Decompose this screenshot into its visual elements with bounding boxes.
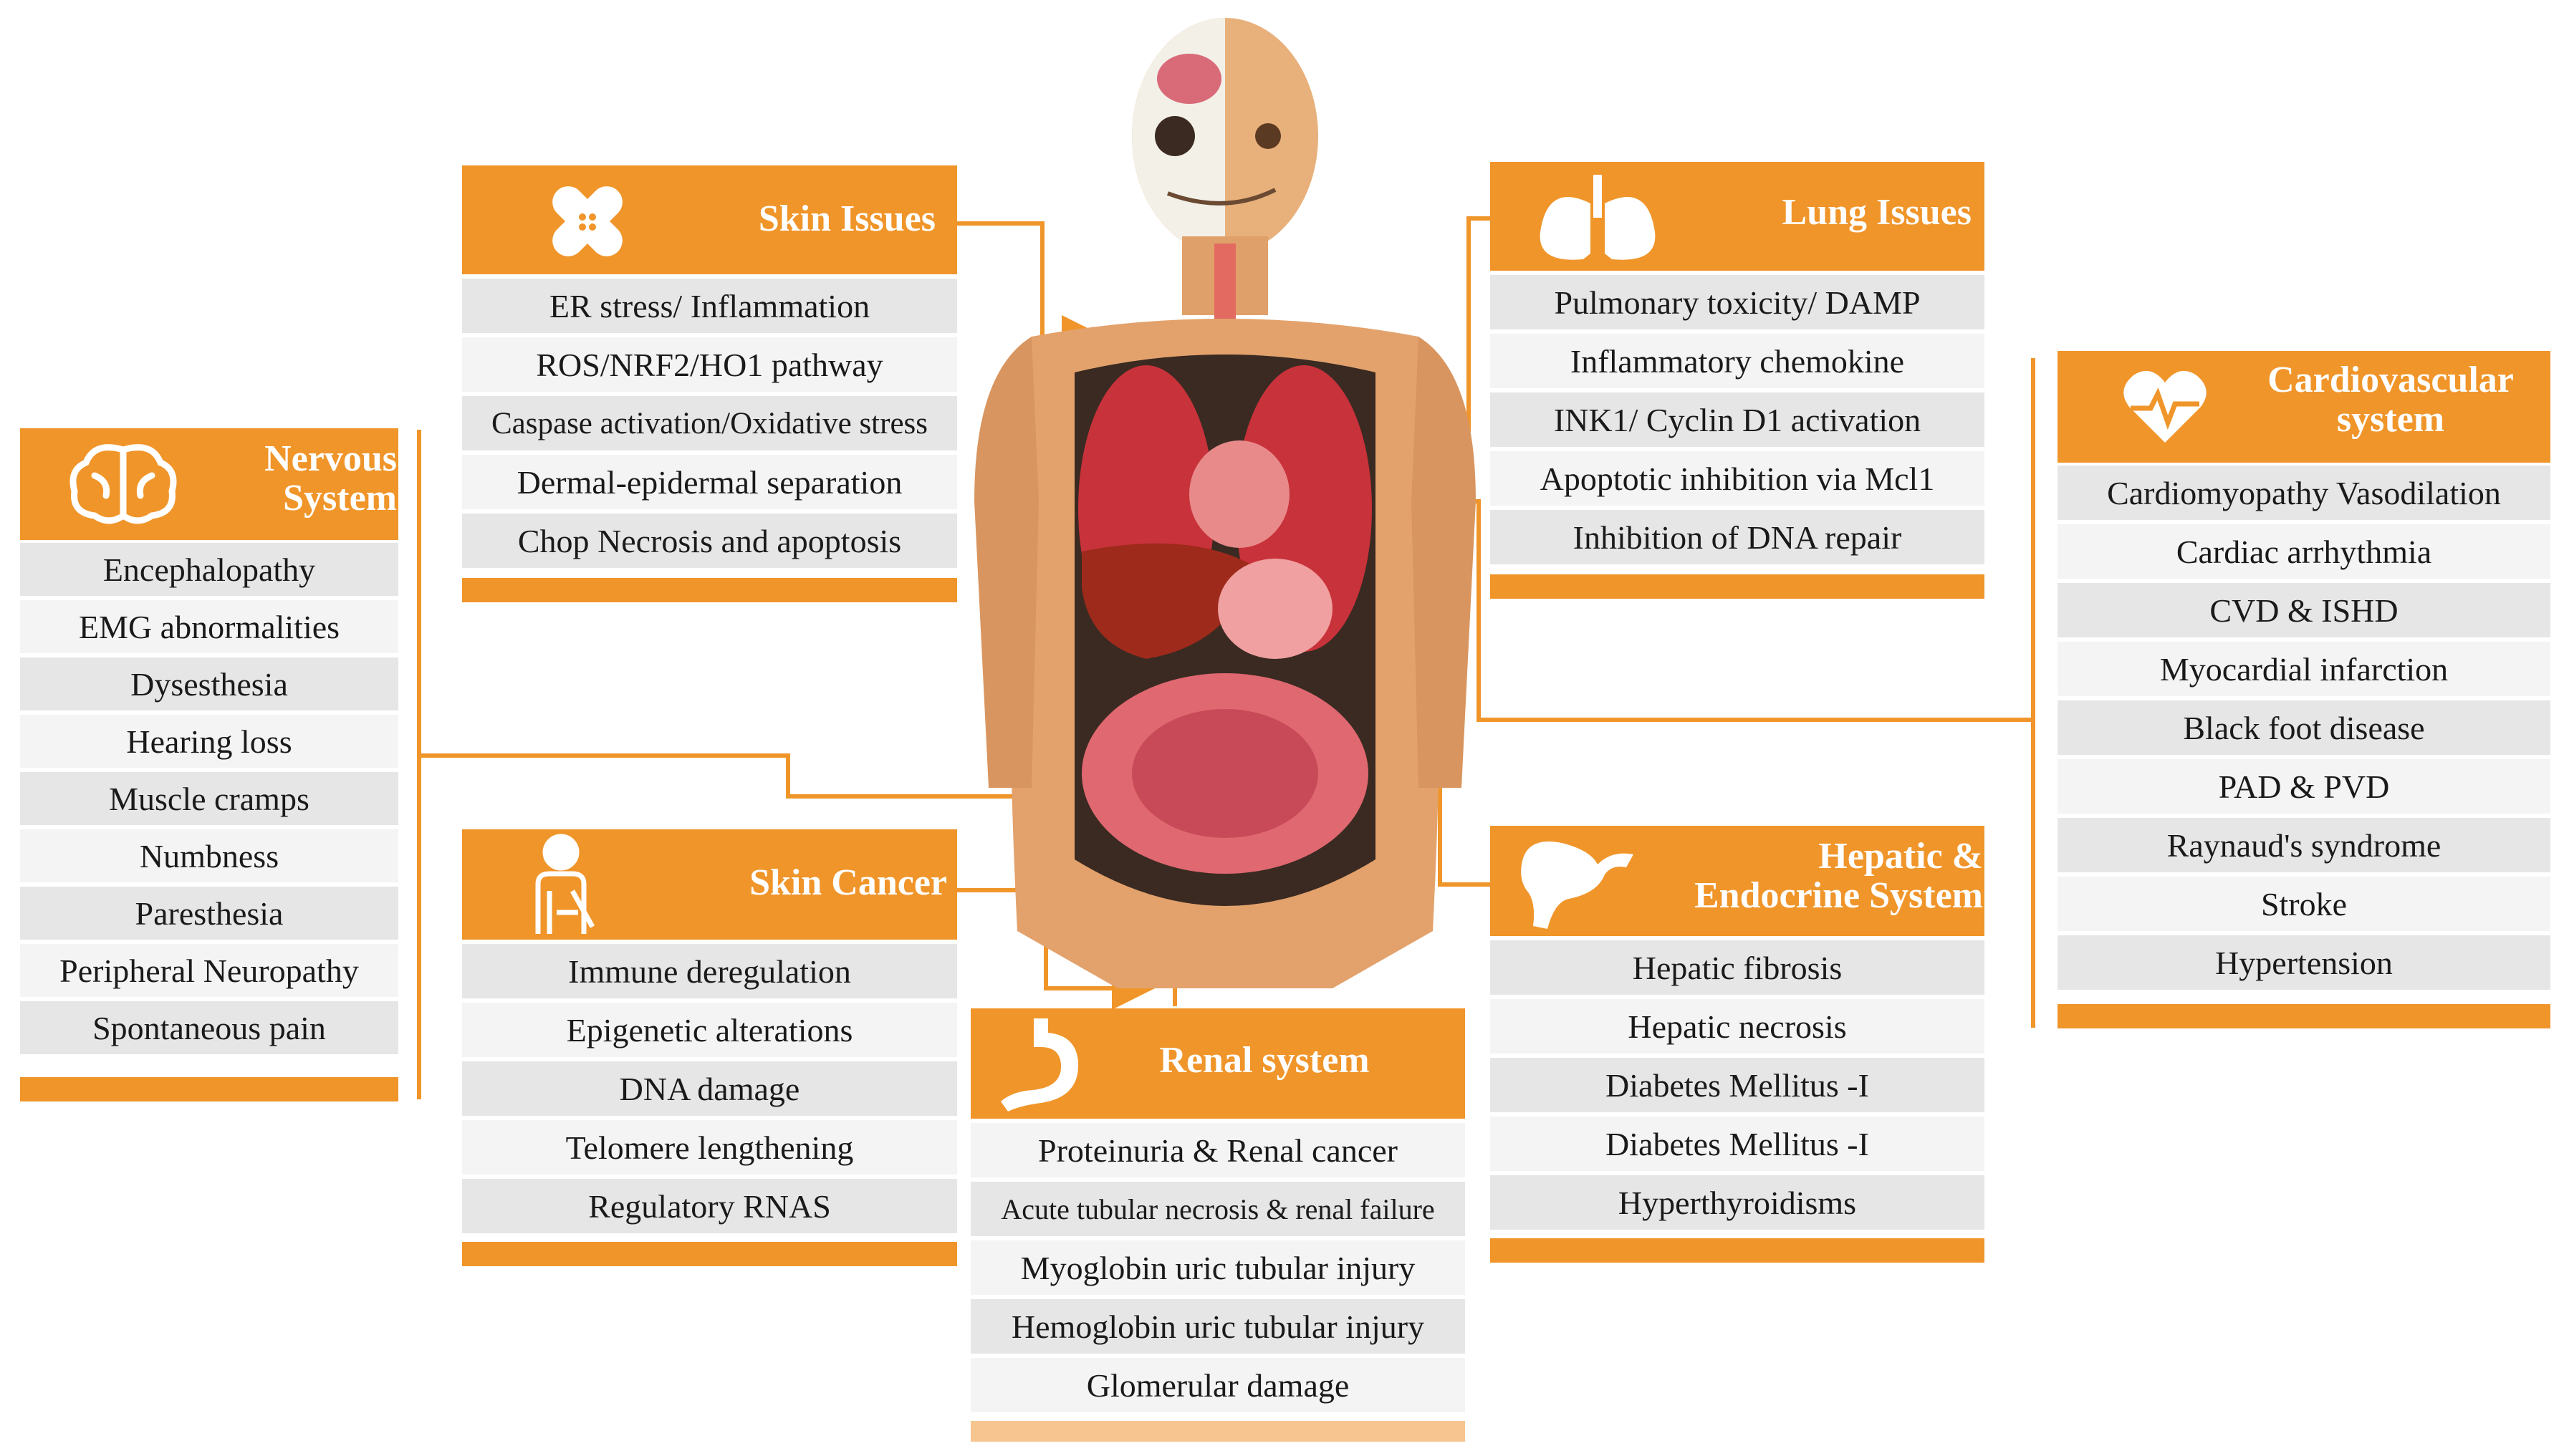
list-item: DNA damage	[462, 1061, 957, 1116]
list-item: Cardiac arrhythmia	[2058, 524, 2550, 579]
list-item: CVD & ISHD	[2058, 583, 2550, 637]
cardiovascular-header: Cardiovascular system	[2058, 351, 2550, 463]
list-item: Acute tubular necrosis & renal failure	[971, 1182, 1465, 1236]
human-anatomy-illustration	[974, 18, 1476, 988]
list-item: Pulmonary toxicity/ DAMP	[1490, 275, 1984, 329]
nervous-system-title: Nervous System	[264, 438, 397, 519]
list-item: Black foot disease	[2058, 700, 2550, 755]
list-item: ER stress/ Inflammation	[462, 279, 957, 333]
list-item: Caspase activation/Oxidative stress	[462, 396, 957, 450]
list-item: Dermal-epidermal separation	[462, 455, 957, 509]
cardio-title-line2: system	[2336, 398, 2445, 440]
panel-footer	[20, 1077, 398, 1101]
hepatic-endocrine-header: Hepatic & Endocrine System	[1490, 826, 1984, 936]
skin-cancer-header: Skin Cancer	[462, 829, 957, 940]
list-item: Muscle cramps	[20, 772, 398, 825]
panel-footer	[1490, 574, 1984, 599]
list-item: Raynaud's syndrome	[2058, 818, 2550, 872]
lung-issues-header: Lung Issues	[1490, 162, 1984, 271]
list-item: Dysesthesia	[20, 657, 398, 710]
renal-system-panel: Renal system Proteinuria & Renal cancer …	[971, 1008, 1465, 1442]
list-item: PAD & PVD	[2058, 759, 2550, 814]
panel-footer	[2058, 1004, 2550, 1028]
list-item: Numbness	[20, 829, 398, 882]
list-item: Epigenetic alterations	[462, 1003, 957, 1057]
cardiovascular-system-panel: Cardiovascular system Cardiomyopathy Vas…	[2058, 351, 2550, 1028]
brain-icon	[69, 444, 177, 524]
list-item: Regulatory RNAS	[462, 1179, 957, 1233]
hepatic-endocrine-panel: Hepatic & Endocrine System Hepatic fibro…	[1490, 826, 1984, 1263]
nervous-system-header: Nervous System	[20, 428, 398, 540]
bandage-icon	[552, 186, 623, 256]
skin-cancer-title: Skin Cancer	[749, 862, 947, 903]
list-item: Peripheral Neuropathy	[20, 944, 398, 997]
list-item: Myocardial infarction	[2058, 642, 2550, 696]
list-item: Hepatic necrosis	[1490, 999, 1984, 1054]
list-item: Apoptotic inhibition via Mcl1	[1490, 451, 1984, 506]
panel-footer	[1490, 1238, 1984, 1263]
nervous-title-line2: System	[283, 477, 397, 519]
list-item: Inhibition of DNA repair	[1490, 510, 1984, 564]
nervous-title-line1: Nervous	[264, 438, 397, 479]
nervous-system-panel: Nervous System Encephalopathy EMG abnorm…	[20, 428, 398, 1101]
renal-system-title: Renal system	[1159, 1040, 1370, 1081]
cardiovascular-title: Cardiovascular system	[2237, 360, 2545, 440]
list-item: INK1/ Cyclin D1 activation	[1490, 392, 1984, 447]
list-item: Myoglobin uric tubular injury	[971, 1240, 1465, 1295]
skin-cancer-panel: Skin Cancer Immune deregulation Epigenet…	[462, 829, 957, 1266]
skin-issues-header: Skin Issues	[462, 165, 957, 274]
panel-footer	[462, 578, 957, 602]
list-item: Hearing loss	[20, 715, 398, 768]
heart-pulse-icon	[2123, 370, 2207, 443]
list-item: Encephalopathy	[20, 543, 398, 596]
list-item: Paresthesia	[20, 887, 398, 940]
list-item: ROS/NRF2/HO1 pathway	[462, 337, 957, 392]
renal-system-header: Renal system	[971, 1008, 1465, 1119]
patient-icon	[535, 834, 595, 934]
list-item: Chop Necrosis and apoptosis	[462, 514, 957, 568]
list-item: EMG abnormalities	[20, 600, 398, 653]
skin-issues-title: Skin Issues	[758, 198, 936, 239]
list-item: Spontaneous pain	[20, 1001, 398, 1054]
liver-icon	[1521, 842, 1633, 929]
list-item: Telomere lengthening	[462, 1120, 957, 1175]
lung-issues-title: Lung Issues	[1782, 192, 1972, 233]
list-item: Hemoglobin uric tubular injury	[971, 1299, 1465, 1354]
list-item: Proteinuria & Renal cancer	[971, 1123, 1465, 1177]
list-item: Hypertension	[2058, 935, 2550, 990]
panel-footer	[971, 1421, 1465, 1442]
skin-issues-panel: Skin Issues ER stress/ Inflammation ROS/…	[462, 165, 957, 602]
lung-issues-panel: Lung Issues Pulmonary toxicity/ DAMP Inf…	[1490, 162, 1984, 599]
list-item: Diabetes Mellitus -I	[1490, 1058, 1984, 1112]
cardio-title-line1: Cardiovascular	[2267, 360, 2514, 400]
panel-footer	[462, 1242, 957, 1266]
lungs-icon	[1540, 175, 1656, 260]
hepatic-endocrine-title: Hepatic & Endocrine System	[1694, 837, 1983, 915]
list-item: Inflammatory chemokine	[1490, 334, 1984, 388]
list-item: Glomerular damage	[971, 1358, 1465, 1412]
list-item: Stroke	[2058, 877, 2550, 931]
hepatic-title-line1: Hepatic &	[1818, 836, 1983, 877]
list-item: Immune deregulation	[462, 944, 957, 998]
list-item: Cardiomyopathy Vasodilation	[2058, 466, 2550, 520]
list-item: Hyperthyroidisms	[1490, 1175, 1984, 1230]
list-item: Diabetes Mellitus -I	[1490, 1117, 1984, 1171]
list-item: Hepatic fibrosis	[1490, 940, 1984, 995]
stomach-icon	[1001, 1018, 1079, 1112]
hepatic-title-line2: Endocrine System	[1694, 874, 1983, 916]
